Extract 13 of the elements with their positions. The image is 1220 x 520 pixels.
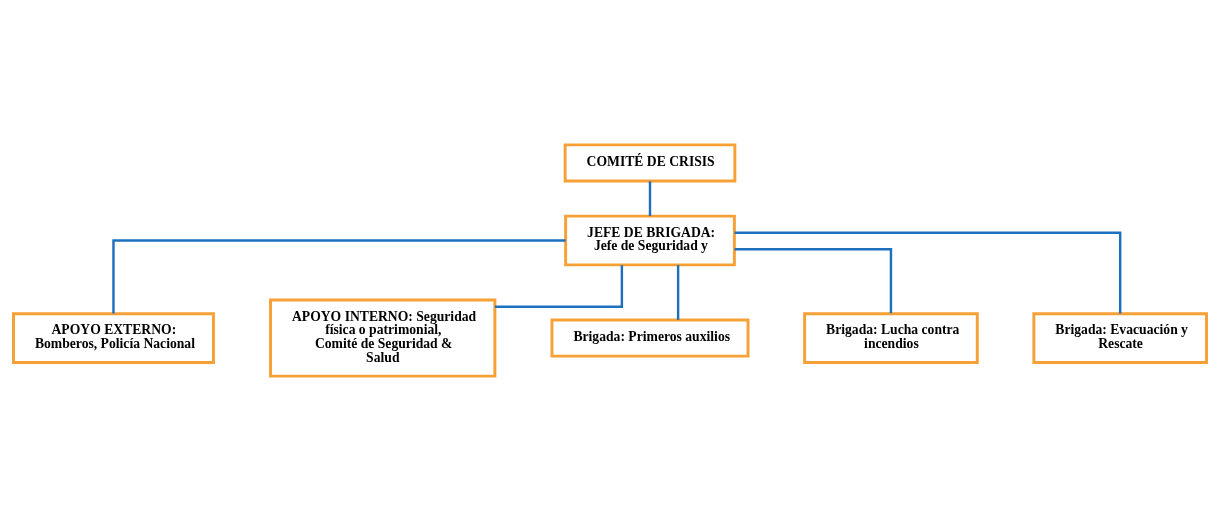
node-box: APOYO EXTERNO: Bomberos, Policía Nacional <box>12 311 215 364</box>
node-box: Brigada: Primeros auxilios <box>550 318 750 358</box>
node-box: Brigada: Lucha contra incendios <box>803 311 979 364</box>
node-box: APOYO INTERNO: Seguridad física o patrimonial, Comité de Seguridad & Salud <box>269 298 497 378</box>
connector <box>734 247 893 313</box>
connector <box>734 231 1122 314</box>
connector <box>112 238 566 313</box>
connector <box>648 180 652 216</box>
node-box: JEFE DE BRIGADA: Jefe de Seguridad y <box>564 214 736 266</box>
node-box: COMITÉ DE CRISIS <box>563 142 737 182</box>
node-box: Brigada: Evacuación y Rescate <box>1032 311 1208 364</box>
connector <box>676 264 680 320</box>
connector <box>494 264 624 308</box>
